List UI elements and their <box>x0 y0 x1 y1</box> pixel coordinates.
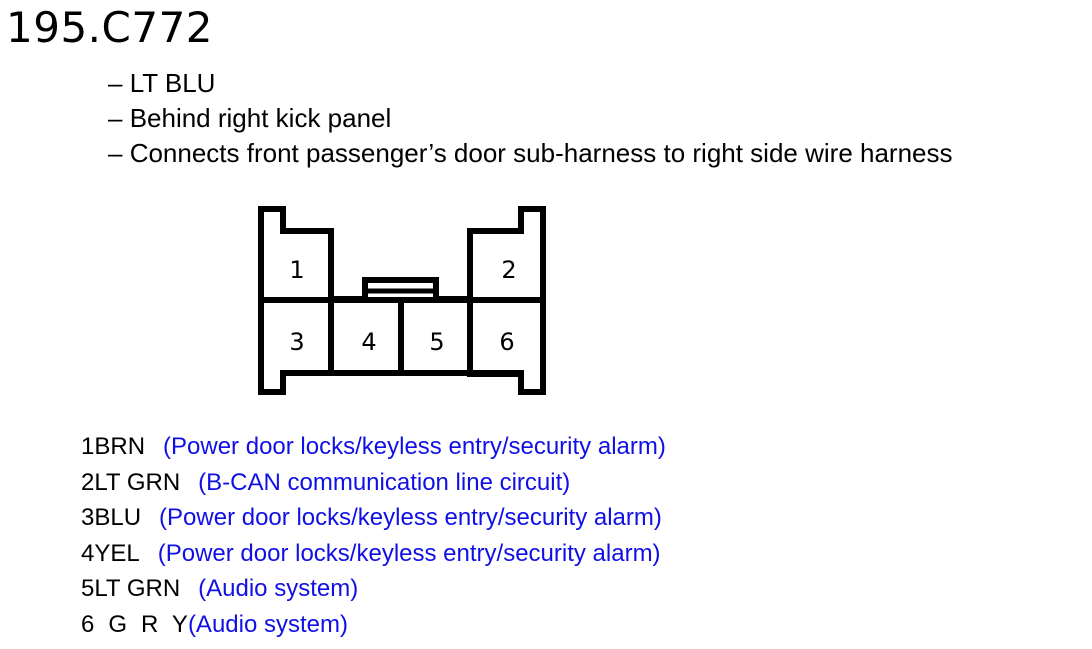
circuit-description: (Power door locks/keyless entry/security… <box>157 539 661 567</box>
cavity-label-2: 2 <box>501 256 516 284</box>
cavity-label-4: 4 <box>361 328 376 356</box>
circuit-description: (Audio system) <box>187 610 348 638</box>
pin-number: 4 <box>81 539 95 567</box>
circuit-description: (Audio system) <box>198 575 359 603</box>
pin-number: 2 <box>81 468 95 496</box>
connector-description: Connects front passenger’s door sub-harn… <box>108 136 953 171</box>
wire-color: LT GRN <box>94 575 181 603</box>
pin-number: 3 <box>81 504 95 532</box>
connector-title: 195.C772 <box>6 3 214 52</box>
circuit-description: (Power door locks/keyless entry/security… <box>159 504 662 532</box>
cavity-label-5: 5 <box>429 328 444 356</box>
wire-color: BRN <box>94 433 146 460</box>
pin-row-5: 5LT GRN (Audio system) <box>81 571 666 607</box>
wire-color: YEL <box>94 539 140 567</box>
pin-row-1: 1BRN (Power door locks/keyless entry/secu… <box>81 429 666 465</box>
pin-number: 6 <box>81 610 109 638</box>
circuit-description: (Power door locks/keyless entry/security… <box>163 433 666 460</box>
pin-number: 5 <box>81 575 95 603</box>
cavity-label-3: 3 <box>289 328 304 356</box>
pin-row-2: 2LT GRN (B-CAN communication line circuit… <box>81 465 666 501</box>
connector-location: Behind right kick panel <box>108 101 953 136</box>
pin-row-3: 3BLU (Power door locks/keyless entry/secu… <box>81 500 666 536</box>
wire-color: GRY <box>108 610 202 638</box>
cavity-label-1: 1 <box>289 256 304 284</box>
cavity-label-6: 6 <box>499 328 514 356</box>
pin-row-6: 6GRY(Audio system) <box>81 607 666 643</box>
wire-color: LT GRN <box>94 468 181 496</box>
pin-row-4: 4YEL (Power door locks/keyless entry/secu… <box>81 536 666 572</box>
wire-color: BLU <box>94 504 142 532</box>
circuit-description: (B-CAN communication line circuit) <box>198 468 571 496</box>
pin-list: 1BRN (Power door locks/keyless entry/secu… <box>81 429 666 643</box>
connector-color: LT BLU <box>108 66 953 101</box>
pin-number: 1 <box>81 433 95 460</box>
connector-face-diagram: 1 2 3 4 5 6 <box>258 206 546 395</box>
connector-details: LT BLU Behind right kick panel Connects … <box>108 66 953 171</box>
